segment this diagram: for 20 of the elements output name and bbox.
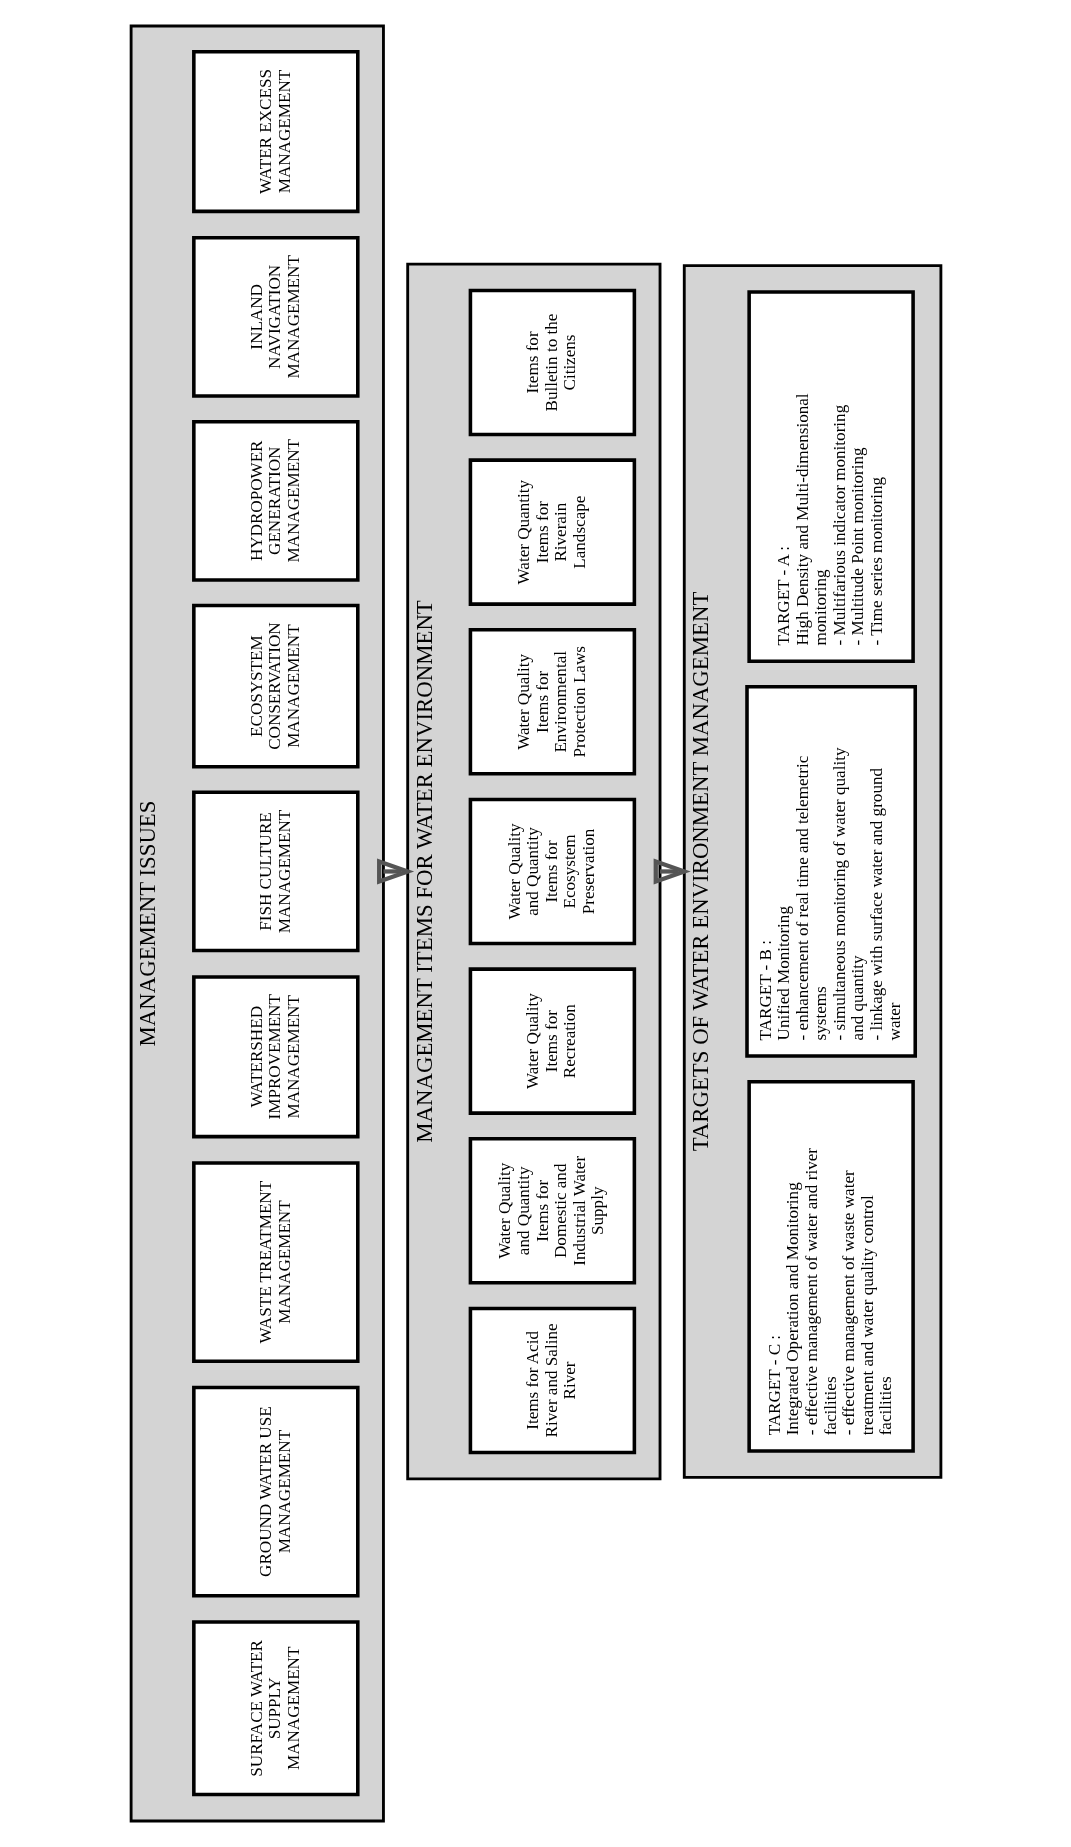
node-box: WATER EXCESS MANAGEMENT [191, 49, 360, 214]
node-box: Water Quality and Quantity Items for Ecosystem Preservation [468, 797, 636, 946]
node-box: INLAND NAVIGATION MANAGEMENT [191, 235, 360, 398]
node-box: FISH CULTURE MANAGEMENT [191, 790, 360, 953]
node-box: ECOSYSTEM CONSERVATION MANAGEMENT [191, 603, 360, 769]
node-box: Water Quality Items for Recreation [468, 967, 636, 1115]
node-box: GROUND WATER USE MANAGEMENT [191, 1385, 360, 1598]
node-box: TARGET - A : High Density and Multi-dimensional monitoring - Multifarious indicator monitoring - Multitude Point monitoring - Time series monitoring [746, 290, 915, 663]
node-box: Items for Acid River and Saline River [468, 1306, 636, 1455]
node-box: SURFACE WATER SUPPLY MANAGEMENT [191, 1620, 360, 1797]
arrow [376, 858, 414, 885]
node-box: WATERSHED IMPROVEMENT MANAGEMENT [191, 975, 360, 1139]
node-box: TARGET - C : Integrated Operation and Monitoring - effective management of water and river facilities - effective management of waste water treatment and water quality control facilities [746, 1079, 915, 1453]
node-box: Water Quality Items for Environmental Protection Laws [468, 628, 636, 776]
node-box: Items for Bulletin to the Citizens [468, 288, 636, 437]
node-box: HYDROPOWER GENERATION MANAGEMENT [191, 419, 360, 582]
node-box: Water Quantity Items for Riverain Landscape [468, 458, 636, 606]
node-box: WASTE TREATMENT MANAGEMENT [191, 1161, 360, 1363]
node-box: Water Quality and Quantity Items for Domestic and Industrial Water Supply [468, 1137, 636, 1285]
arrow [653, 858, 691, 885]
